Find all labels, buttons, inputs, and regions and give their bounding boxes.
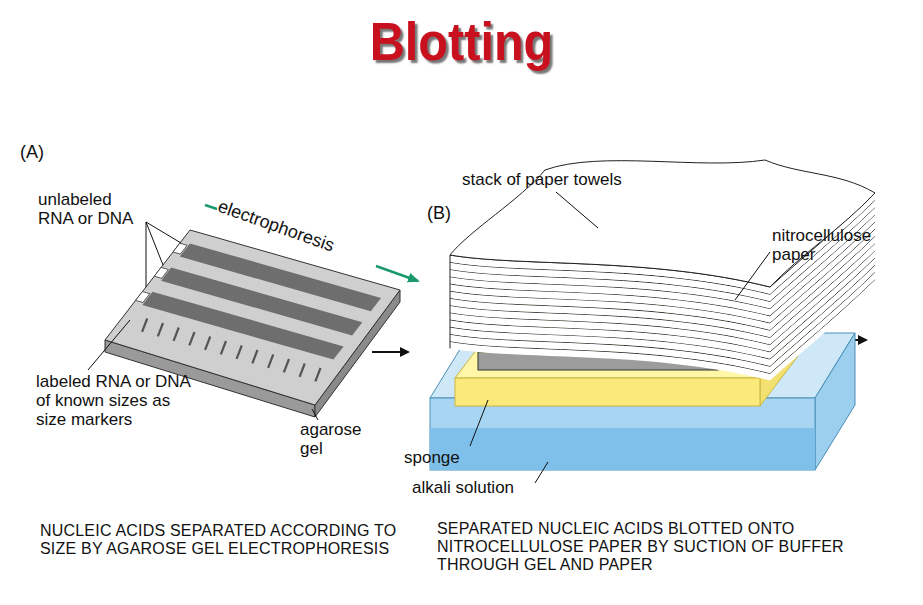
page-title: Blotting [46, 10, 877, 72]
panel-caption: SEPARATED NUCLEIC ACIDS BLOTTED ONTO NIT… [437, 520, 913, 574]
part-label: sponge [404, 448, 494, 467]
size-marker-band [252, 350, 257, 363]
size-marker-band [189, 332, 194, 345]
size-marker-band [142, 319, 147, 332]
part-label: nitrocellulose paper [772, 226, 907, 264]
gel-bands [136, 243, 381, 381]
electrophoresis-arrow [376, 266, 418, 281]
size-marker-band [300, 364, 305, 377]
size-marker-band [158, 323, 163, 336]
leader-lines [88, 192, 770, 483]
gel-well [173, 243, 187, 254]
panel-caption: NUCLEIC ACIDS SEPARATED ACCORDING TO SIZ… [40, 522, 412, 558]
size-marker-band [221, 341, 226, 354]
part-label: unlabeled RNA or DNA [38, 190, 146, 228]
size-marker-band [284, 359, 289, 372]
towel-side [450, 255, 451, 348]
gel-well [136, 292, 150, 303]
gel-well [154, 267, 168, 278]
part-label: agarose gel [300, 420, 372, 458]
gel-lane [142, 292, 343, 360]
part-label: stack of paper towels [462, 170, 712, 189]
process-arrow [372, 351, 408, 353]
size-marker-band [205, 337, 210, 350]
size-marker-band [315, 368, 320, 381]
part-label: alkali solution [412, 478, 572, 497]
size-marker-band [237, 346, 242, 359]
paper-towel-stack [450, 160, 875, 380]
arrow-dash [205, 205, 217, 209]
panel-label: (B) [427, 203, 487, 223]
size-marker-band [268, 355, 273, 368]
part-label: labeled RNA or DNA of known sizes as siz… [36, 372, 191, 429]
size-marker-band [174, 328, 179, 341]
panel-label: (A) [20, 142, 80, 162]
towel-top [450, 160, 875, 287]
